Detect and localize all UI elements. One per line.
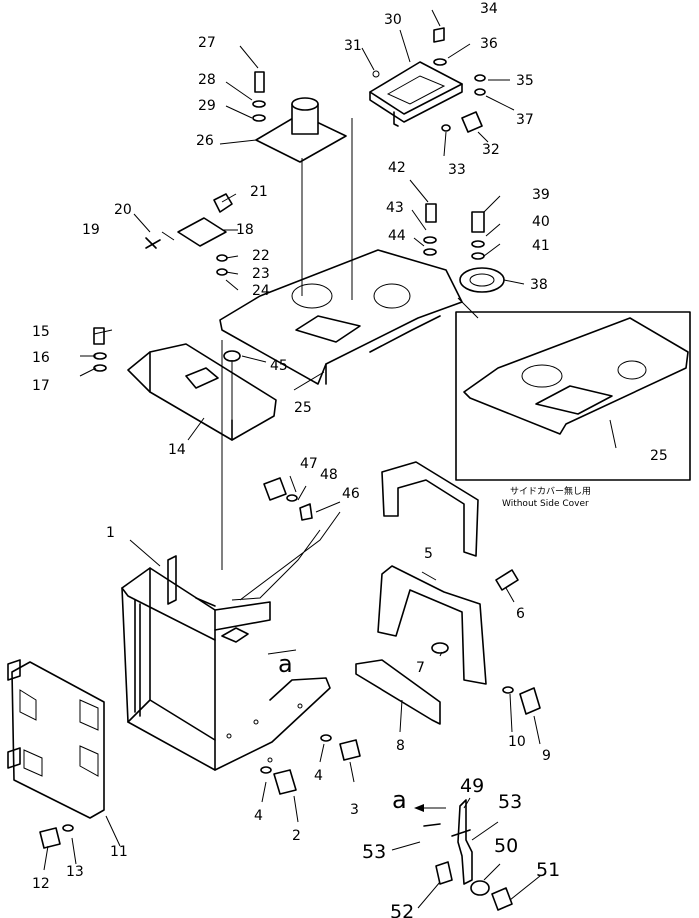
callout-38: 38	[530, 277, 548, 293]
inset-note-jp: サイドカバー無し用	[510, 485, 591, 497]
lever-part	[457, 799, 473, 885]
callout-24: 24	[252, 283, 270, 299]
callout-25-main: 25	[294, 400, 312, 416]
callout-42: 42	[388, 160, 406, 176]
callout-7: 7	[416, 660, 425, 676]
callout-5: 5	[424, 546, 433, 562]
callout-36: 36	[480, 36, 498, 52]
callout-3: 3	[350, 802, 359, 818]
leader-lines	[43, 9, 617, 909]
callout-45: 45	[270, 358, 288, 374]
callout-34: 34	[480, 1, 498, 17]
callout-31: 31	[344, 38, 362, 54]
side-cover-part	[7, 659, 105, 819]
support-bracket-part	[377, 461, 487, 685]
callout-35: 35	[516, 73, 534, 89]
callout-6: 6	[516, 606, 525, 622]
lid-part	[369, 61, 463, 127]
callout-46: 46	[342, 486, 360, 502]
callout-4-a: 4	[254, 808, 263, 824]
callout-44: 44	[388, 228, 406, 244]
callout-9: 9	[542, 748, 551, 764]
callout-17: 17	[32, 378, 50, 394]
callout-20: 20	[114, 202, 132, 218]
callout-13: 13	[66, 864, 84, 880]
callout-14: 14	[168, 442, 186, 458]
callout-40: 40	[532, 214, 550, 230]
callout-18: 18	[236, 222, 254, 238]
callout-50: 50	[494, 835, 518, 857]
callout-47: 47	[300, 456, 318, 472]
callout-1: 1	[106, 525, 115, 541]
main-frame-part	[121, 555, 331, 771]
fasteners	[39, 27, 541, 911]
callout-52: 52	[390, 901, 414, 918]
upper-cover-part	[127, 343, 277, 441]
callout-16: 16	[32, 350, 50, 366]
callout-2: 2	[292, 828, 301, 844]
lower-bar-part	[355, 659, 441, 725]
callout-10: 10	[508, 734, 526, 750]
callout-11: 11	[110, 844, 128, 860]
callout-30: 30	[384, 12, 402, 28]
column-base-part	[255, 97, 347, 163]
callout-48: 48	[320, 467, 338, 483]
top-panel-part	[219, 249, 463, 385]
callout-53-right: 53	[498, 791, 522, 813]
callout-23: 23	[252, 266, 270, 282]
inset-note-en: Without Side Cover	[502, 499, 589, 509]
callout-43: 43	[386, 200, 404, 216]
callout-26: 26	[196, 133, 214, 149]
callout-4-b: 4	[314, 768, 323, 784]
callout-12: 12	[32, 876, 50, 892]
callout-19: 19	[82, 222, 100, 238]
callout-39: 39	[532, 187, 550, 203]
callout-53-left: 53	[362, 841, 386, 863]
callout-51: 51	[536, 859, 560, 881]
inset-without-side-cover	[455, 311, 691, 481]
callout-28: 28	[198, 72, 216, 88]
callout-22: 22	[252, 248, 270, 264]
callout-37: 37	[516, 112, 534, 128]
callout-labels: 1 2 3 4 4 5 6 7 8 9 10 11 12 13 14 15 16…	[32, 1, 668, 918]
callout-27: 27	[198, 35, 216, 51]
callout-29: 29	[198, 98, 216, 114]
callout-15: 15	[32, 324, 50, 340]
callout-8: 8	[396, 738, 405, 754]
callout-33: 33	[448, 162, 466, 178]
callout-41: 41	[532, 238, 550, 254]
view-marker-a-detail: a	[392, 786, 407, 814]
callout-21: 21	[250, 184, 268, 200]
callout-32: 32	[482, 142, 500, 158]
callout-49: 49	[460, 775, 484, 797]
callout-25-inset: 25	[650, 448, 668, 464]
view-marker-a-main: a	[278, 650, 293, 678]
